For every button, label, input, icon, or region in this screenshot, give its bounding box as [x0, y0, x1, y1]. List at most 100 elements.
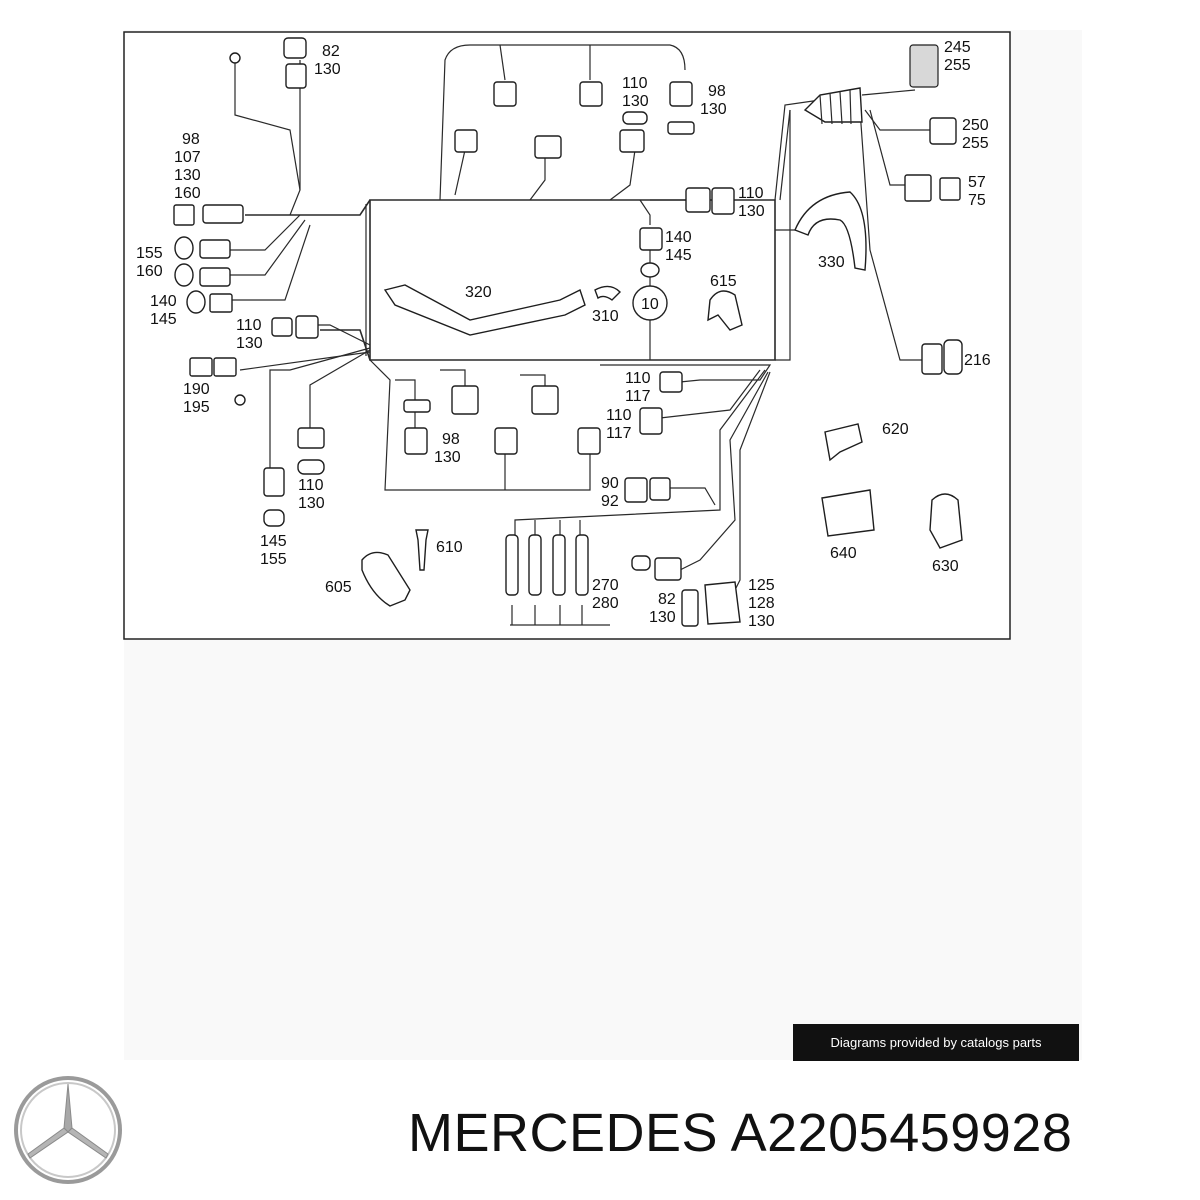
connector — [202, 204, 244, 224]
connector — [649, 477, 671, 501]
connector — [189, 357, 213, 377]
clip-630 — [929, 493, 963, 549]
callout-605: 605 — [325, 579, 352, 596]
screw-610 — [415, 529, 429, 571]
callout-310: 310 — [592, 308, 619, 325]
connector — [929, 117, 957, 145]
credit-badge: Diagrams provided by catalogs parts — [793, 1024, 1079, 1061]
connector — [681, 589, 699, 627]
connector — [909, 44, 939, 88]
connector — [297, 459, 325, 475]
connector — [199, 267, 231, 287]
connector — [639, 227, 663, 251]
connector — [577, 427, 601, 455]
callout-620: 620 — [882, 421, 909, 438]
clip-640 — [821, 489, 875, 537]
connector — [454, 129, 478, 153]
brand-part-title: MERCEDES A2205459928 — [408, 1103, 1073, 1163]
connector — [283, 37, 307, 59]
mercedes-star-icon — [14, 1076, 122, 1184]
connector — [285, 63, 307, 89]
spark-plug-boot — [552, 534, 566, 596]
callout-610: 610 — [436, 539, 463, 556]
callout-615: 615 — [710, 273, 737, 290]
connector — [173, 204, 195, 226]
connector — [209, 293, 233, 313]
callout-circle — [632, 285, 668, 321]
connector — [639, 407, 663, 435]
elbow-310 — [594, 285, 621, 301]
connector — [186, 290, 206, 314]
connector — [263, 509, 285, 527]
connector — [921, 343, 943, 375]
connector — [199, 239, 231, 259]
connector — [404, 427, 428, 455]
connector — [704, 581, 741, 625]
connector — [943, 339, 963, 375]
callout-330: 330 — [818, 254, 845, 271]
connectors — [173, 37, 963, 627]
connector — [271, 317, 293, 337]
connector — [174, 236, 194, 260]
connector — [213, 357, 237, 377]
spark-plug-boot — [528, 534, 542, 596]
connector — [534, 135, 562, 159]
connector — [640, 262, 660, 278]
connector — [619, 129, 645, 153]
callout-10: 10 — [641, 296, 659, 313]
connector — [403, 399, 431, 413]
connector — [579, 81, 603, 107]
clamp-605 — [361, 551, 411, 607]
callout-630: 630 — [932, 558, 959, 575]
ring-terminal — [234, 394, 246, 406]
connector — [685, 187, 711, 213]
clip-615 — [707, 290, 743, 331]
connector — [174, 263, 194, 287]
connector — [295, 315, 319, 339]
connector — [939, 177, 961, 201]
spark-plug-boot — [505, 534, 519, 596]
grommet — [819, 89, 852, 125]
callout-216: 216 — [964, 352, 991, 369]
connector — [711, 187, 735, 215]
connector — [667, 121, 695, 135]
bracket-part — [383, 284, 586, 336]
connector — [669, 81, 693, 107]
connector — [263, 467, 285, 497]
connector — [631, 555, 651, 571]
connector — [622, 111, 648, 125]
connector — [904, 174, 932, 202]
callout-640: 640 — [830, 545, 857, 562]
bracket-330 — [794, 191, 867, 271]
connector — [494, 427, 518, 455]
connector — [451, 385, 479, 415]
ring-terminal — [229, 52, 241, 64]
diagram-frame — [123, 31, 1011, 640]
connector — [659, 371, 683, 393]
connector — [531, 385, 559, 415]
spark-plug-boot — [575, 534, 589, 596]
callout-320: 320 — [465, 284, 492, 301]
clip-620 — [824, 423, 863, 462]
